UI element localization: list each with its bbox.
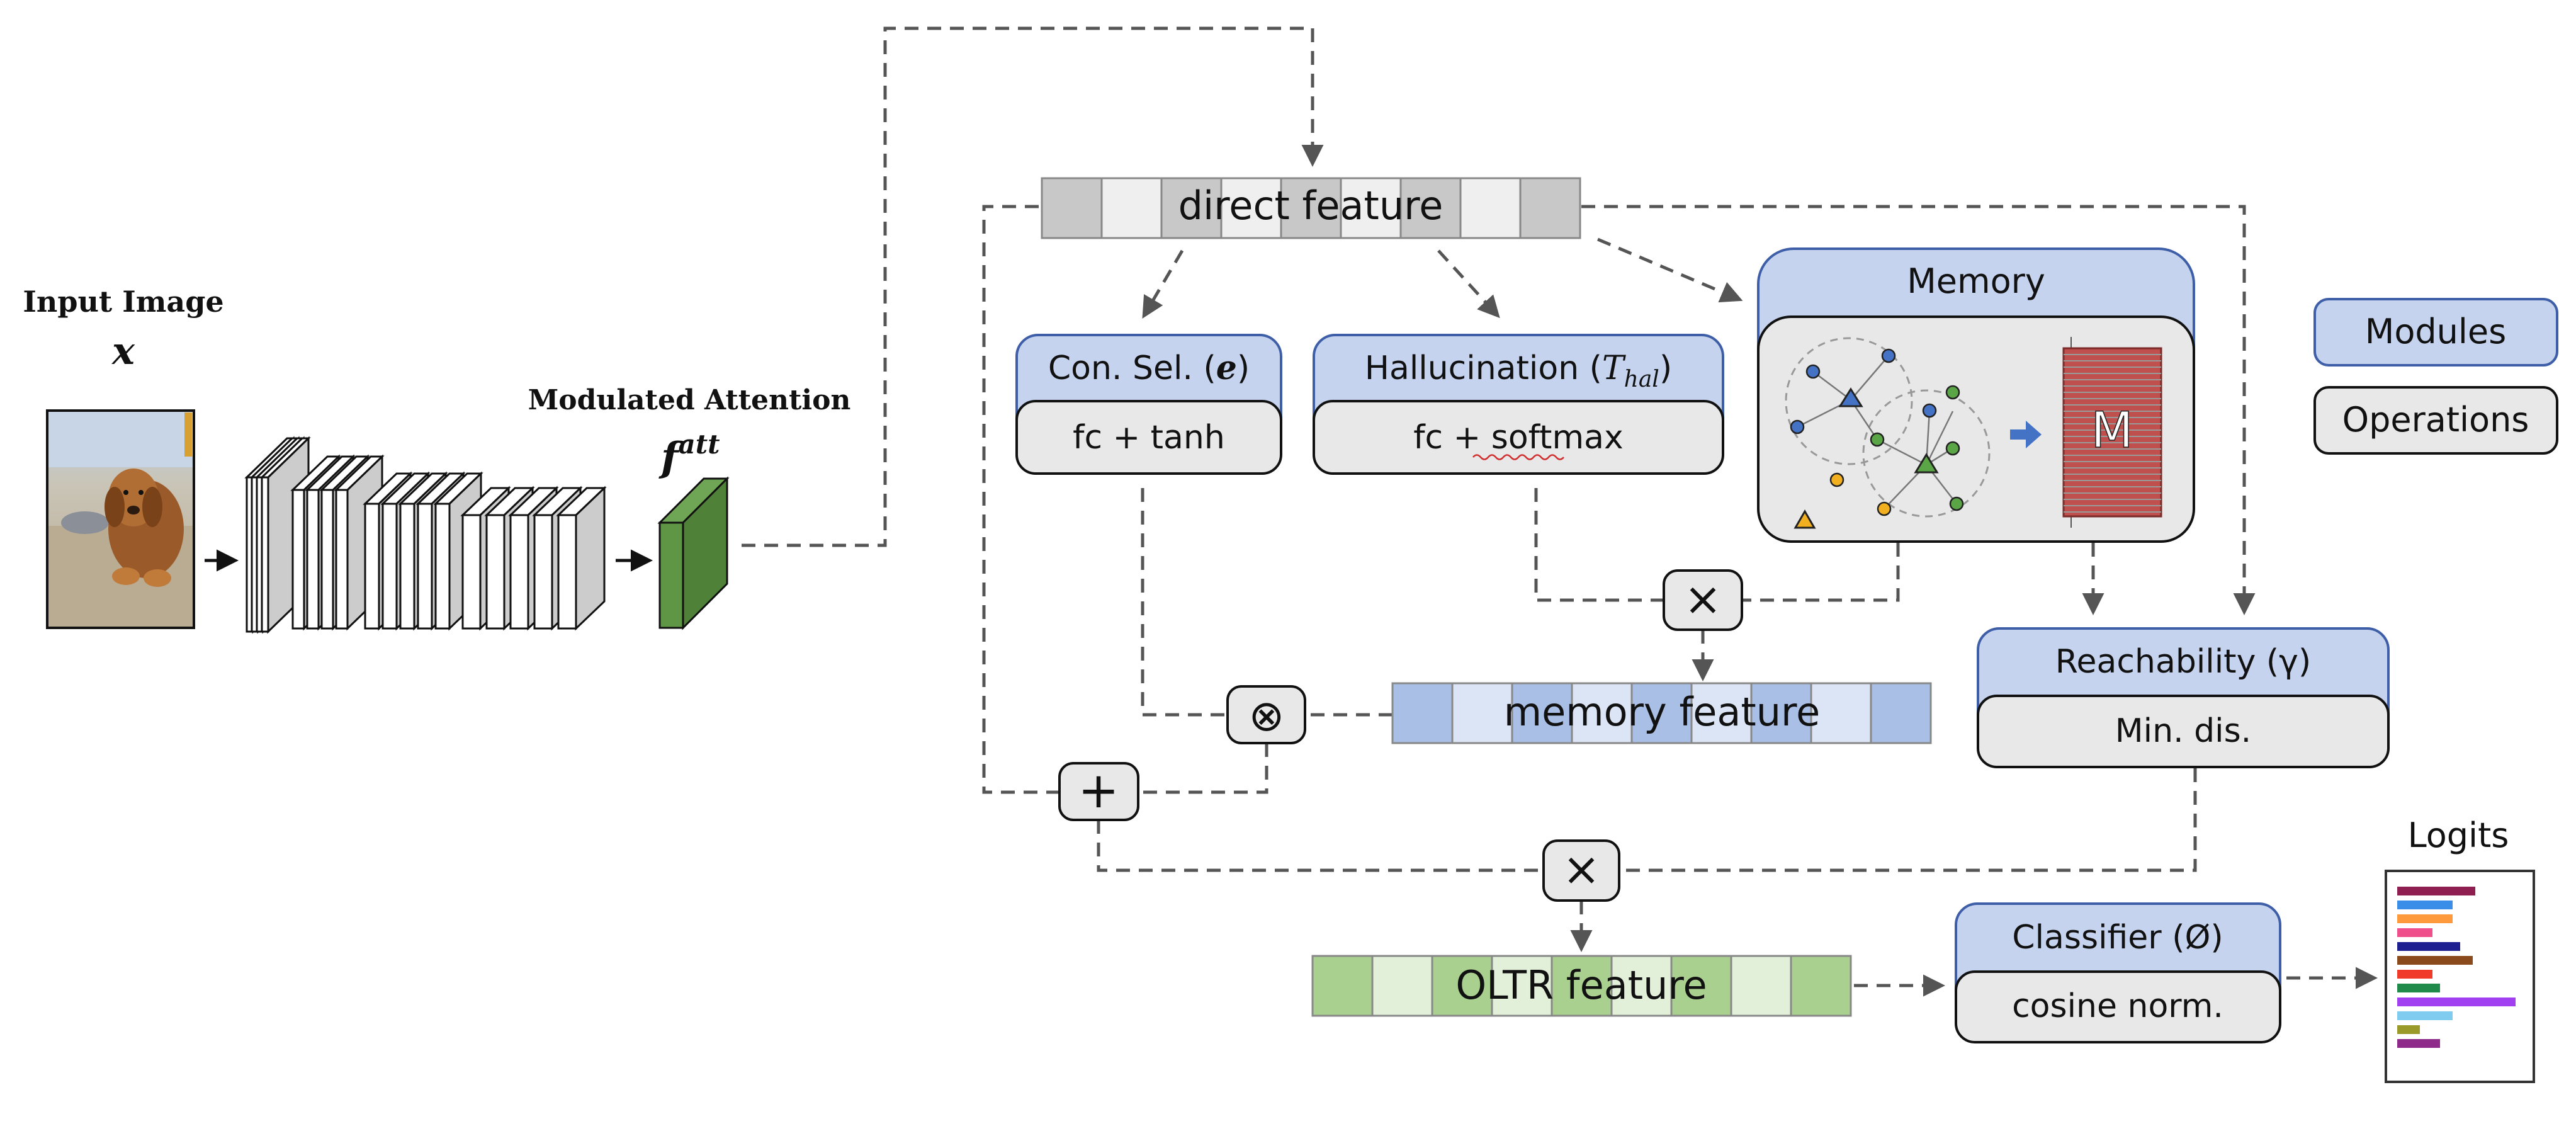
- memory-matrix-label: M: [2091, 402, 2133, 459]
- input-image-block: Input Image x: [23, 285, 239, 629]
- logit-bar: [2397, 901, 2453, 909]
- direct-to-conse-line: [1142, 249, 1184, 319]
- cnn-backbone-icon: [244, 436, 607, 634]
- svg-text:×: ×: [1562, 843, 1600, 895]
- direct-feature-vector: [1041, 177, 1581, 239]
- reachability-module: Reachability (γ) Min. dis.: [1977, 627, 2390, 768]
- reachability-op-label: Min. dis.: [2115, 712, 2251, 750]
- memory-module: Memory: [1757, 247, 2195, 543]
- hallucination-module: Hallucination (Thal) fc + softmax: [1313, 334, 1724, 475]
- legend-modules-swatch: [2313, 298, 2558, 367]
- otimes-operator: ⊗: [1226, 685, 1306, 744]
- direct-to-memory-line: [1597, 237, 1743, 303]
- connector-lines: [742, 26, 2378, 997]
- conse-to-otimes-line: [1141, 488, 1228, 717]
- logit-bar: [2397, 997, 2516, 1006]
- memory-arrow-icon: [2010, 421, 2042, 448]
- logit-bar: [2397, 942, 2460, 951]
- memory-to-times-line: [1742, 543, 1900, 602]
- memory-title: Memory: [1907, 261, 2045, 301]
- svg-text:+: +: [1078, 763, 1119, 819]
- reachability-to-times-line: [1619, 768, 2197, 872]
- reachability-op-box: [1977, 695, 2390, 768]
- spellcheck-squiggle: [1472, 454, 1564, 460]
- attention-to-direct-feature-line: [742, 26, 1324, 547]
- con-sel-op-box: [1015, 400, 1282, 475]
- direct-feature-skip-line: [982, 205, 1059, 794]
- attention-feature-front: [658, 521, 684, 629]
- hallucination-op-box: [1313, 400, 1724, 475]
- classifier-op-label: cosine norm.: [2012, 987, 2223, 1025]
- otimes-to-plus-line: [1138, 743, 1268, 794]
- logit-bars: [2397, 887, 2516, 1048]
- attention-symbol: fatt: [658, 429, 720, 481]
- times-operator-lower: ×: [1542, 839, 1620, 902]
- memory-matrix: M: [2062, 337, 2162, 528]
- direct-feature-label: direct feature: [1178, 183, 1443, 229]
- oltr-feature-label: OLTR feature: [1455, 962, 1707, 1008]
- con-sel-op-label: fc + tanh: [1073, 419, 1225, 457]
- classifier-op-box: [1955, 970, 2281, 1043]
- hallucination-to-times-line: [1534, 488, 1664, 602]
- logit-bar: [2397, 1025, 2420, 1034]
- dog-photo: [46, 409, 195, 629]
- logits-title: Logits: [2408, 816, 2509, 855]
- logit-bar: [2397, 1011, 2453, 1020]
- reachability-title: Reachability (γ): [2055, 643, 2311, 681]
- logit-bar: [2397, 887, 2475, 895]
- attention-title: Modulated Attention: [528, 384, 851, 416]
- logit-bar: [2397, 984, 2440, 992]
- con-sel-title: Con. Sel. (e): [1048, 349, 1250, 387]
- input-image-symbol: x: [111, 329, 135, 373]
- logit-bar: [2397, 1039, 2440, 1048]
- hallucination-op-label: fc + softmax: [1413, 419, 1624, 457]
- hallucination-title: Hallucination (Thal): [1365, 350, 1672, 392]
- classifier-title: Classifier (Ø): [2012, 919, 2223, 957]
- legend-operations-label: Operations: [2342, 400, 2529, 440]
- logit-bar: [2397, 956, 2473, 965]
- logit-bar: [2397, 914, 2453, 923]
- input-image-title: Input Image: [23, 285, 223, 319]
- logit-bar: [2397, 928, 2432, 937]
- direct-to-reachability-line: [1581, 205, 2256, 615]
- classifier-module: Classifier (Ø) cosine norm.: [1955, 902, 2281, 1043]
- attention-feature-side: [682, 476, 728, 630]
- legend-operations-swatch: [2313, 386, 2558, 455]
- svg-text:×: ×: [1684, 572, 1722, 625]
- oltr-feature-vector: [1311, 955, 1852, 1017]
- logit-bar: [2397, 970, 2432, 979]
- logits-block: Logits: [2385, 816, 2535, 1083]
- con-sel-module: Con. Sel. (e) fc + tanh: [1015, 334, 1282, 475]
- svg-text:⊗: ⊗: [1249, 691, 1285, 741]
- memory-feature-vector: [1391, 682, 1932, 744]
- legend: Modules Operations: [2313, 298, 2558, 455]
- plus-operator: +: [1058, 762, 1139, 821]
- direct-to-hallucination-line: [1437, 249, 1500, 319]
- plus-to-times-line: [1097, 820, 1544, 872]
- times-operator-upper: ×: [1663, 569, 1743, 631]
- memory-feature-label: memory feature: [1504, 689, 1821, 735]
- legend-modules-label: Modules: [2365, 312, 2507, 351]
- cluster-graph-icon: [1785, 337, 1991, 529]
